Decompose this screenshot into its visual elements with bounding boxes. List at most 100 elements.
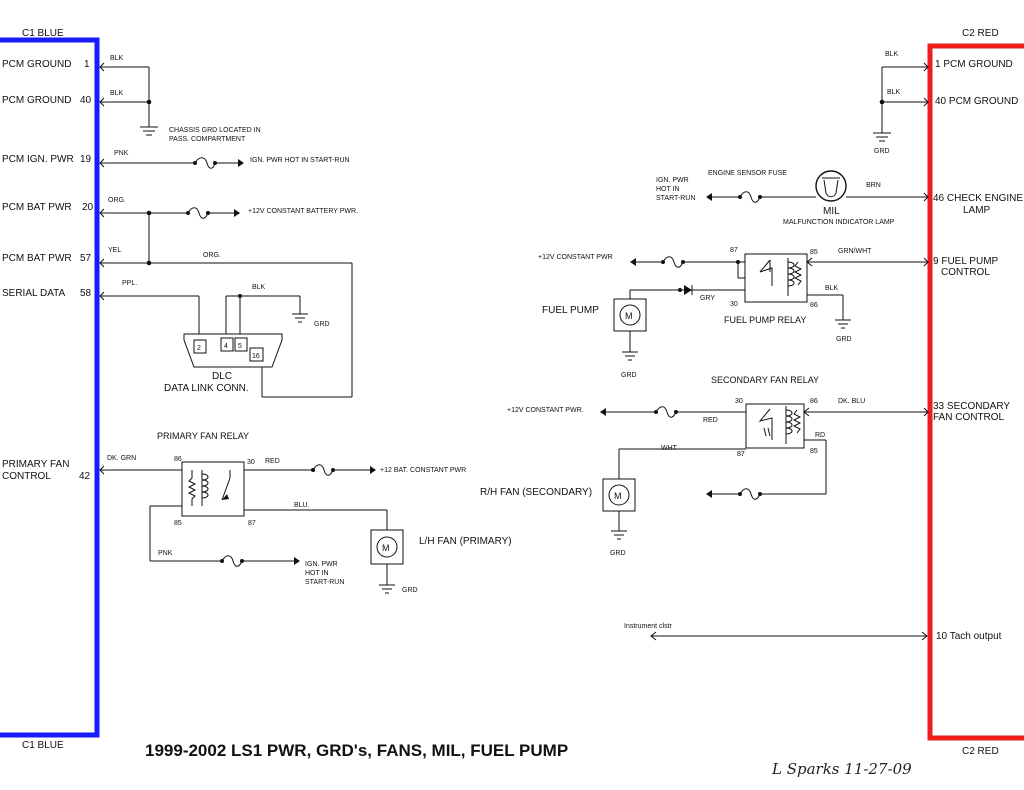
tach-output-circuit: Instrument clstr [624,623,928,641]
mil-full-label: MALFUNCTION INDICATOR LAMP [783,219,895,226]
c2-sec-fan-ctrl-l1: 33 SECONDARY [933,401,1010,412]
dlc-pin-16: 16 [252,353,260,360]
c1-pin-42: 42 [79,471,91,482]
c2-wire-blk-40: BLK [887,89,901,96]
primary-relay-86: 86 [174,456,182,463]
c2-pin-labels: 1 PCM GROUND 40 PCM GROUND 46 CHECK ENGI… [933,59,1023,642]
wire-rd-85: RD [815,432,825,439]
rh-fan-motor-icon: M [614,491,622,501]
wire-pnk-85: PNK [158,550,173,557]
rh-fan-grd: GRD [610,550,626,557]
c2-bottom-label: C2 RED [962,746,999,757]
fp-relay-grd: GRD [836,336,852,343]
secondary-fan-relay-label: SECONDARY FAN RELAY [711,375,819,385]
c1-pcm-ground-1: PCM GROUND [2,59,71,70]
primary-fan-relay-label: PRIMARY FAN RELAY [157,431,249,441]
c2-fuel-pump-ctrl-l2: CONTROL [941,267,990,278]
fuel-pump-relay: 87 85 30 86 FUEL PUMP RELAY +12V CONSTAN… [538,247,929,343]
c1-pin-19: 19 [80,154,92,165]
wire-blu-87: BLU. [294,502,310,509]
rh-fan-label: R/H FAN (SECONDARY) [480,487,592,498]
fuel-pump-label: FUEL PUMP [542,305,599,316]
c2-top-label: C2 RED [962,28,999,39]
c2-wire-blk-1: BLK [885,51,899,58]
c2-sec-fan-ctrl-l2: FAN CONTROL [933,412,1005,423]
fp-relay-30: 30 [730,301,738,308]
wire-blk-40: BLK [110,90,124,97]
c2-ground-grd: GRD [874,148,890,155]
dlc-pin-4: 4 [224,343,228,350]
chassis-grd-note-l2: PASS. COMPARTMENT [169,136,246,143]
c2-check-engine-l2: LAMP [963,205,991,216]
sf-relay-86: 86 [810,398,818,405]
dlc-label: DLC [212,371,232,382]
wire-dkblu-33: DK. BLU [838,398,865,405]
chassis-grd-note-l1: CHASSIS GRD LOCATED IN [169,127,261,134]
fuel-pump: FUEL PUMP M GRD [542,290,647,379]
primary-relay-87: 87 [248,520,256,527]
c2-tach-output: 10 Tach output [936,631,1002,642]
fp-relay-86: 86 [810,302,818,309]
wire-org-dlc: ORG. [203,252,221,259]
fp-relay-87: 87 [730,247,738,254]
wire-red-sf-30: RED [703,417,718,424]
wire-grnwht-9: GRN/WHT [838,248,872,255]
secondary-fan-relay: SECONDARY FAN RELAY 30 86 87 85 +12V CON… [507,375,929,500]
dlc-pin-5: 5 [238,343,242,350]
fp-const-pwr-note: +12V CONSTANT PWR [538,254,613,261]
mil-ign-pwr-l2: HOT IN [656,186,680,193]
mil-label: MIL [823,206,840,217]
primary-relay-85: 85 [174,520,182,527]
wire-blk-fp: BLK [825,285,839,292]
c1-ground-circuit: BLK BLK CHASSIS GRD LOCATED IN PASS. COM… [99,55,261,143]
c1-pcm-ign-pwr: PCM IGN. PWR [2,154,74,165]
wire-dkgrn-42: DK. GRN [107,455,136,462]
c1-ign-pwr-circuit: PNK IGN. PWR HOT IN START-RUN [99,150,350,169]
ign-pwr-hot-note: IGN. PWR HOT IN START-RUN [250,157,350,164]
c1-serial-data: SERIAL DATA [2,288,65,299]
lh-fan-motor-icon: M [382,543,390,553]
mil-circuit: ENGINE SENSOR FUSE IGN. PWR HOT IN START… [656,170,929,226]
sf-const-pwr-note: +12V CONSTANT PWR. [507,407,584,414]
c1-pcm-bat-pwr-57: PCM BAT PWR [2,253,72,264]
sf-relay-30: 30 [735,398,743,405]
lh-ign-pwr-l1: IGN. PWR [305,561,338,568]
lh-fan-label: L/H FAN (PRIMARY) [419,536,512,547]
engine-sensor-fuse-label: ENGINE SENSOR FUSE [708,170,787,177]
lh-fan-primary: M GRD L/H FAN (PRIMARY) [370,529,512,594]
c2-ground-circuit: BLK BLK GRD [873,51,929,155]
fuel-pump-motor-icon: M [625,311,633,321]
bat-pwr-12v-note: +12V CONSTANT BATTERY PWR. [248,208,358,215]
c2-check-engine-l1: 46 CHECK ENGINE [933,193,1023,204]
wire-blk-dlc: BLK [252,284,266,291]
wire-ppl-58: PPL. [122,280,137,287]
wire-pnk-19: PNK [114,150,129,157]
sf-relay-85: 85 [810,448,818,455]
mil-ign-pwr-l1: IGN. PWR [656,177,689,184]
diagram-title: 1999-2002 LS1 PWR, GRD's, FANS, MIL, FUE… [145,741,568,760]
instrument-clstr-label: Instrument clstr [624,623,673,630]
fuel-pump-relay-label: FUEL PUMP RELAY [724,315,806,325]
c1-bottom-label: C1 BLUE [22,740,64,751]
fuel-pump-grd: GRD [621,372,637,379]
c1-pcm-ground-40: PCM GROUND [2,95,71,106]
c1-pin-20: 20 [82,202,94,213]
c1-primary-fan-l2: CONTROL [2,471,51,482]
c2-fuel-pump-ctrl-l1: 9 FUEL PUMP [933,256,999,267]
mil-lamp-icon [815,170,847,202]
dlc-pin-2: 2 [197,345,201,352]
lh-fan-grd: GRD [402,587,418,594]
primary-relay-30: 30 [247,459,255,466]
c1-pin-40: 40 [80,95,92,106]
dlc-full-label: DATA LINK CONN. [164,383,249,394]
primary-fan-relay: PRIMARY FAN RELAY 86 30 85 87 DK. GRN RE… [99,431,466,586]
c1-pin-1: 1 [84,59,90,70]
c2-pcm-ground-40: 40 PCM GROUND [935,96,1018,107]
wire-red-30: RED [265,458,280,465]
c1-pin-labels: PCM GROUND 1 PCM GROUND 40 PCM IGN. PWR … [2,59,94,482]
wire-wht-87: WHT [661,445,678,452]
lh-ign-pwr-l3: START-RUN [305,579,344,586]
mil-ign-pwr-l3: START-RUN [656,195,695,202]
c1-top-label: C1 BLUE [22,28,64,39]
